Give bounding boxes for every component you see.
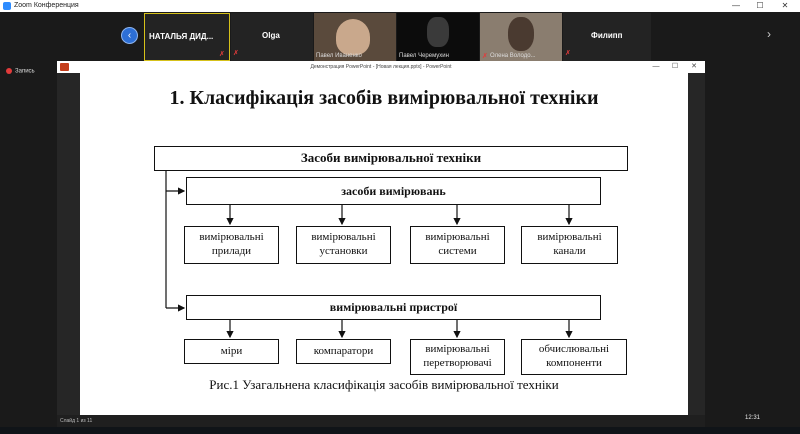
- participant-name: Олена Володо...: [490, 53, 536, 59]
- participant-name: Павел Черемухин: [399, 53, 449, 59]
- participant-tile[interactable]: Olga ✗: [231, 13, 313, 61]
- zoom-logo-icon: [3, 2, 11, 10]
- ppt-statusbar: Слайд 1 из 11: [57, 415, 705, 427]
- recording-indicator[interactable]: Запись: [6, 68, 35, 75]
- ppt-titlebar: Демонстрация PowerPoint - [Новая лекция.…: [57, 61, 705, 73]
- diagram-item-box: вимірювальні перетворювачі: [410, 339, 505, 375]
- mic-muted-icon: ✗: [482, 53, 488, 60]
- mic-muted-icon: ✗: [233, 50, 239, 57]
- recording-label: Запись: [15, 68, 35, 75]
- diagram-item-box: вимірювальні системи: [410, 226, 505, 264]
- mic-muted-icon: ✗: [219, 51, 225, 58]
- diagram-item-box: вимірювальні прилади: [184, 226, 279, 264]
- participant-name: НАТАЛЬЯ ДИД...: [149, 32, 214, 41]
- ppt-close-button[interactable]: ✕: [691, 63, 697, 70]
- record-icon: [6, 68, 12, 74]
- diagram-item-box: вимірювальні установки: [296, 226, 391, 264]
- gallery-next-button[interactable]: ›: [767, 27, 771, 41]
- mic-muted-icon: ✗: [565, 50, 571, 57]
- participant-name: Павел Иваненко: [316, 53, 362, 59]
- participant-name: Филипп: [591, 31, 623, 40]
- ppt-window-title: Демонстрация PowerPoint - [Новая лекция.…: [310, 64, 452, 70]
- taskbar-clock: 12:31: [744, 415, 760, 421]
- video-feed: [508, 17, 534, 51]
- diagram-connectors: [165, 171, 573, 339]
- video-feed: [427, 17, 449, 47]
- taskbar: [0, 427, 800, 434]
- participant-tile[interactable]: Филипп ✗: [563, 13, 651, 61]
- slide-counter: Слайд 1 из 11: [60, 418, 93, 424]
- participant-tile[interactable]: НАТАЛЬЯ ДИД... ✗: [144, 13, 230, 61]
- diagram-group2-box: вимірювальні пристрої: [186, 295, 601, 320]
- ppt-maximize-button[interactable]: ☐: [671, 63, 679, 70]
- close-button[interactable]: ✕: [781, 1, 789, 10]
- diagram-item-box: міри: [184, 339, 279, 364]
- diagram-item-box: обчислювальні компоненти: [521, 339, 627, 375]
- participant-tile[interactable]: ✗ Олена Володо...: [480, 13, 562, 61]
- maximize-button[interactable]: ☐: [756, 1, 764, 10]
- slide-heading: 1. Класифікація засобів вимірювальної те…: [169, 87, 599, 109]
- ppt-minimize-button[interactable]: —: [652, 63, 660, 70]
- participant-tile[interactable]: Павел Иваненко: [314, 13, 396, 61]
- minimize-button[interactable]: —: [732, 1, 740, 10]
- diagram-item-box: вимірювальні канали: [521, 226, 618, 264]
- diagram-item-box: компаратори: [296, 339, 391, 364]
- figure-caption: Рис.1 Узагальнена класифікація засобів в…: [209, 377, 559, 392]
- zoom-window-title: Zoom Конференция: [14, 2, 79, 9]
- zoom-titlebar: Zoom Конференция — ☐ ✕: [0, 0, 800, 12]
- powerpoint-window: Демонстрация PowerPoint - [Новая лекция.…: [57, 61, 705, 427]
- participant-tile[interactable]: Павел Черемухин: [397, 13, 479, 61]
- video-feed: [336, 19, 370, 55]
- gallery-prev-button[interactable]: ‹: [121, 27, 138, 44]
- diagram-root-box: Засоби вимірювальної техніки: [154, 146, 628, 171]
- powerpoint-icon: [60, 63, 69, 71]
- slide: 1. Класифікація засобів вимірювальної те…: [80, 73, 688, 415]
- participant-name: Olga: [262, 31, 280, 40]
- diagram-group1-box: засоби вимірювань: [186, 177, 601, 205]
